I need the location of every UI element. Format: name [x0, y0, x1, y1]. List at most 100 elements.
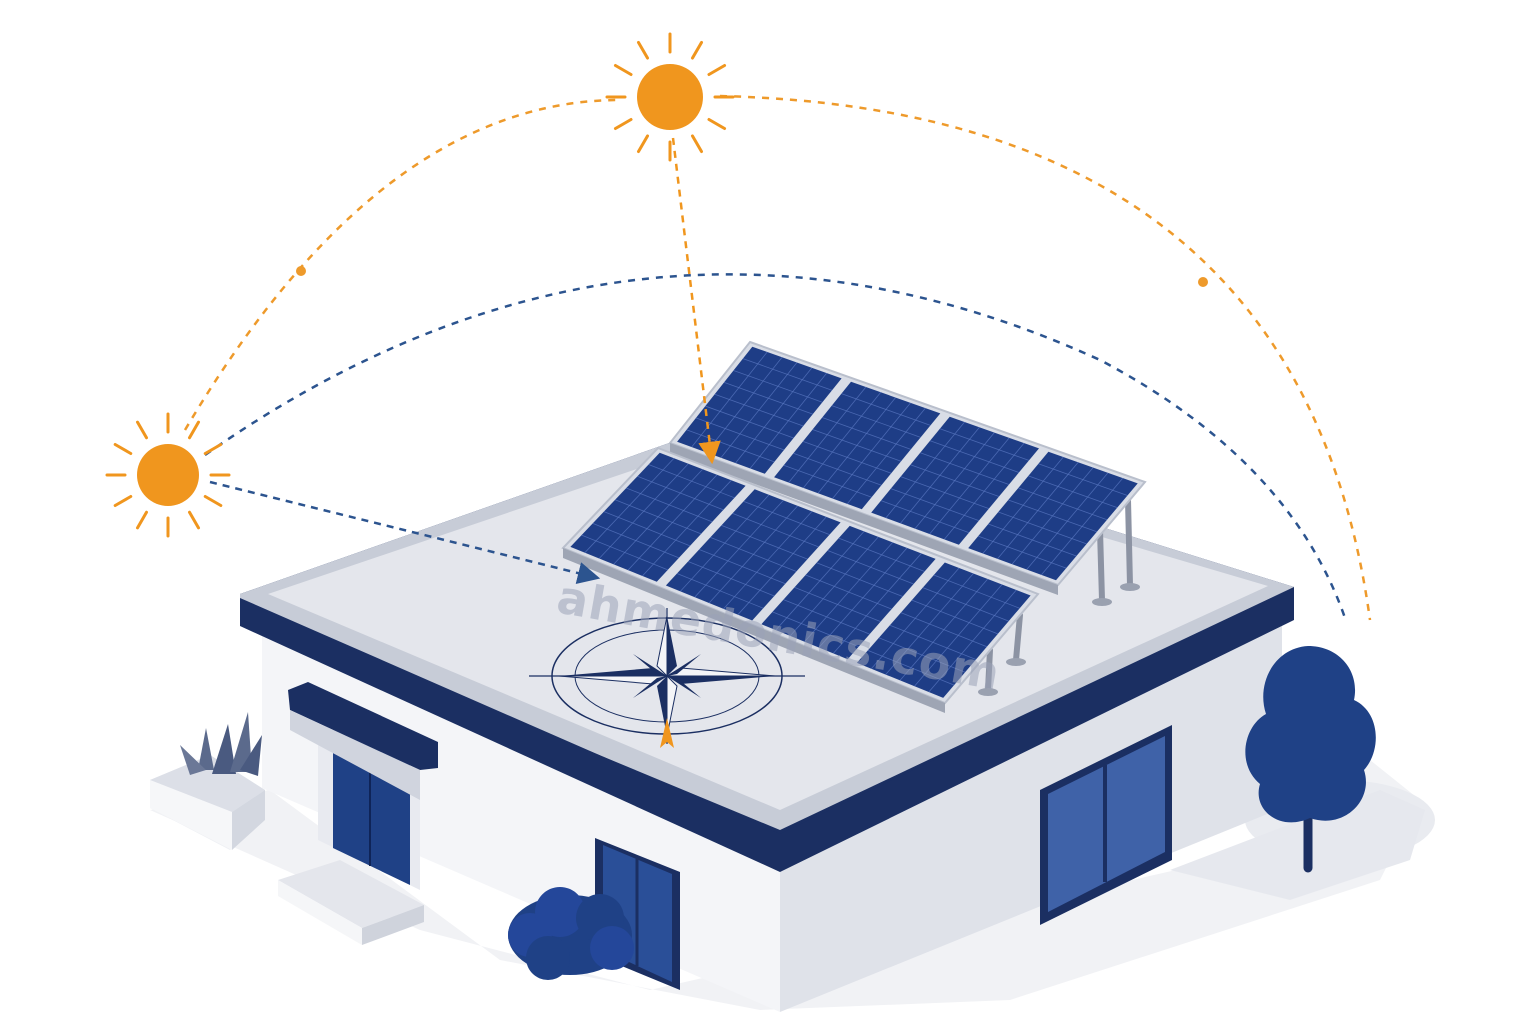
cell-gridline — [988, 523, 1077, 557]
solar-module — [665, 489, 841, 621]
cell-gridline — [705, 405, 794, 439]
cell-gridline — [723, 381, 813, 415]
planter — [150, 755, 265, 850]
sun-disc — [137, 444, 199, 506]
cell-gridline — [900, 476, 990, 509]
plant-icon — [180, 712, 262, 776]
cell-gridline — [1038, 463, 1128, 496]
cell-gridline — [1018, 487, 1108, 521]
sun-ray — [707, 64, 727, 76]
cell-gridline — [1028, 475, 1118, 508]
cell-gridline — [676, 573, 764, 609]
sun-ray — [136, 420, 148, 440]
solar-module — [774, 381, 941, 510]
cell-gridline — [743, 500, 830, 536]
cell-gridline — [838, 537, 925, 572]
cell-gridline — [581, 534, 669, 571]
sun-ray — [691, 40, 703, 60]
cell-gridline — [794, 586, 881, 622]
sun-ray — [113, 443, 133, 455]
tree-icon — [1245, 646, 1376, 873]
sun-ray — [188, 510, 200, 530]
cell-gridline — [783, 599, 870, 635]
compass-rose-icon — [529, 608, 805, 748]
sun-icon — [605, 32, 735, 162]
cell-gridline — [998, 511, 1087, 545]
sun-path-marker — [296, 266, 306, 276]
cell-gridline — [900, 612, 988, 648]
house-right-wall — [780, 610, 1282, 1012]
front-door[interactable] — [288, 682, 438, 890]
cell-gridline — [889, 624, 977, 660]
summer-sun-path — [183, 98, 621, 431]
solar-module — [856, 562, 1031, 698]
cell-gridline — [822, 417, 911, 450]
cell-gridline — [592, 522, 680, 559]
cell-gridline — [933, 574, 1020, 609]
cell-gridline — [721, 525, 808, 560]
cell-gridline — [929, 440, 1020, 473]
cell-gridline — [686, 429, 775, 463]
sun-paths — [183, 94, 1372, 621]
sun-ray — [113, 495, 133, 507]
cell-gridline — [911, 599, 999, 635]
cell-gridline — [890, 488, 980, 522]
cell-gridline — [878, 637, 966, 673]
cell-gridline — [626, 487, 713, 523]
panel-support — [1097, 527, 1105, 603]
cell-gridline — [732, 513, 819, 548]
sun-ray — [203, 495, 223, 507]
roof-edge-band — [240, 598, 780, 872]
panel-frame-edge — [670, 443, 1058, 595]
entry-steps — [278, 860, 424, 945]
panel-support — [1013, 612, 1023, 663]
cell-gridline — [816, 562, 903, 597]
solar-panel-row — [668, 340, 1147, 606]
cell-gridline — [742, 358, 833, 391]
sun-ray — [203, 443, 223, 455]
solar-module — [761, 525, 936, 660]
shrub-icon — [508, 887, 634, 980]
sun-ray — [691, 134, 703, 154]
sun-icon — [105, 412, 231, 538]
panel-support — [985, 647, 993, 693]
cell-gridline — [1008, 499, 1097, 533]
cell-gridline — [812, 429, 902, 462]
sun-ray — [136, 510, 148, 530]
cell-gridline — [710, 537, 797, 572]
cell-gridline — [699, 549, 786, 585]
solar-module — [570, 452, 746, 582]
cell-gridline — [695, 417, 785, 451]
cell-gridline — [827, 550, 914, 585]
cell-gridline — [939, 428, 1030, 461]
panel-foot — [1120, 583, 1140, 591]
solar-module — [871, 416, 1039, 545]
sun-ray — [637, 40, 649, 60]
cell-gridline — [805, 574, 892, 610]
direct-ray-arrow — [209, 480, 601, 585]
cell-gridline — [793, 452, 882, 486]
solar-array — [561, 340, 1147, 713]
cell-gridline — [603, 511, 691, 547]
cell-gridline — [922, 587, 1009, 622]
cell-gridline — [637, 475, 724, 511]
cell-gridline — [867, 649, 955, 686]
direct-ray-arrow — [671, 137, 721, 465]
panel-support — [1125, 497, 1133, 588]
cell-gridline — [614, 499, 702, 535]
panel-foot — [1092, 598, 1112, 606]
cell-gridline — [687, 561, 775, 597]
cell-gridline — [920, 452, 1010, 485]
sun-ray — [613, 118, 633, 130]
sun-ray — [188, 420, 200, 440]
solar-panel-row — [561, 446, 1040, 713]
panel-foot — [978, 688, 998, 696]
cell-gridline — [831, 405, 921, 438]
summer-sun-path — [719, 94, 1372, 621]
cell-gridline — [802, 440, 892, 474]
cell-gridline — [880, 500, 970, 534]
roof-edge-band — [780, 587, 1294, 872]
cell-gridline — [910, 464, 1000, 497]
window — [1040, 725, 1172, 925]
